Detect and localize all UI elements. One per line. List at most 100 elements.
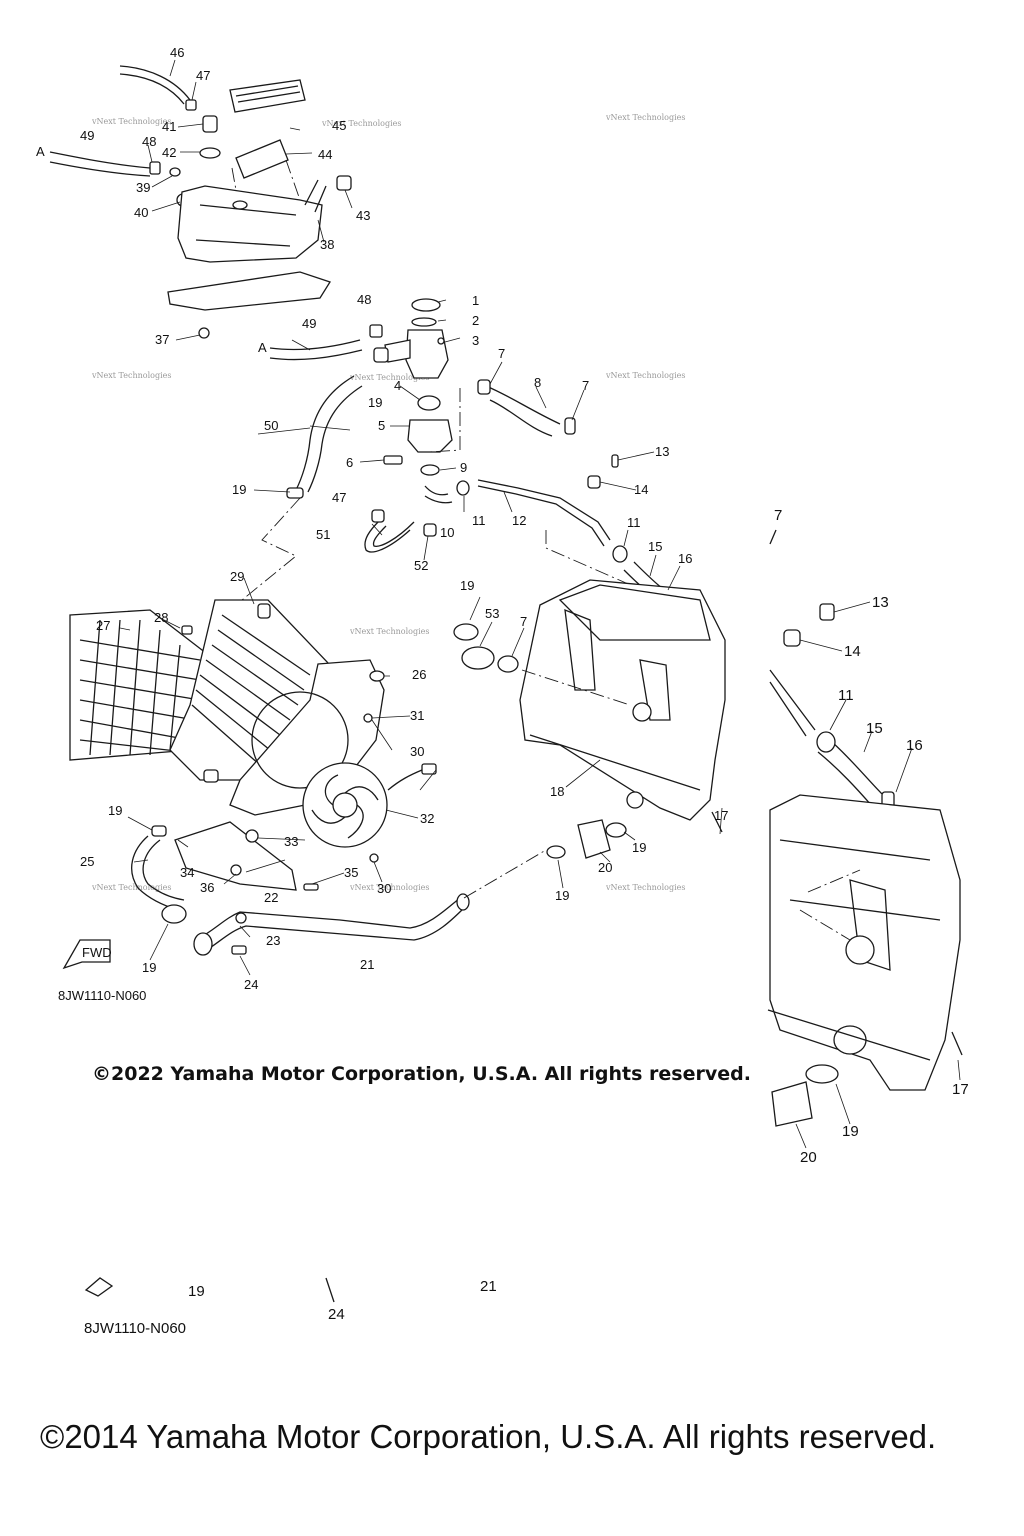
callout-33: 33 — [284, 834, 298, 849]
collar — [231, 945, 247, 955]
grille-mesh — [79, 619, 201, 756]
zoom-hose-20 — [771, 1081, 813, 1127]
zoom-leader-7 — [769, 529, 777, 545]
hose-clamp — [371, 509, 385, 523]
copyright-2022: ©2022 Yamaha Motor Corporation, U.S.A. A… — [92, 1063, 751, 1085]
clip — [369, 324, 383, 338]
electronic-module — [235, 85, 301, 103]
clip — [181, 625, 193, 635]
callout-46: 46 — [170, 45, 184, 60]
callout-27: 27 — [96, 618, 110, 633]
part-drawings: FWD — [49, 65, 963, 1303]
coolant-port — [626, 791, 644, 809]
zoom-callout-14: 14 — [844, 643, 861, 660]
callout-51: 51 — [316, 527, 330, 542]
callout-4: 4 — [394, 378, 401, 393]
zoom-pipe — [769, 669, 816, 737]
callout-53: 53 — [485, 606, 499, 621]
coolant-port — [632, 702, 652, 722]
ghost-callout-21: 21 — [480, 1278, 497, 1295]
radiator-hose — [485, 385, 561, 425]
callout-47: 47 — [332, 490, 346, 505]
callout-22: 22 — [264, 890, 278, 905]
callout-19: 19 — [555, 888, 569, 903]
watermark: vNext Technologies — [91, 371, 171, 380]
callout-6: 6 — [346, 455, 353, 470]
watermark: vNext Technologies — [349, 883, 429, 892]
callout-52: 52 — [414, 558, 428, 573]
zoom-assembly-line — [799, 869, 861, 941]
zoom-bleed — [951, 1031, 963, 1056]
watermark: vNext Technologies — [349, 373, 429, 382]
callout-28: 28 — [154, 610, 168, 625]
hose-clamp — [564, 417, 576, 435]
zoom-port — [845, 935, 875, 965]
hose-clamp — [456, 480, 470, 496]
cooling-fan — [302, 762, 388, 848]
bolt — [198, 327, 210, 339]
fan-blades — [311, 774, 379, 839]
hose-clamp — [546, 845, 566, 859]
callout-48: 48 — [142, 134, 156, 149]
callout-40: 40 — [134, 205, 148, 220]
callout-1: 1 — [472, 293, 479, 308]
damper — [235, 912, 247, 924]
zoom-callout-20: 20 — [800, 1149, 817, 1166]
drawing-code-ghost: 8JW1110-N060 — [84, 1320, 186, 1337]
ghost-callout-19: 19 — [188, 1283, 205, 1300]
assembly-line — [463, 849, 547, 899]
callout-29: 29 — [230, 569, 244, 584]
callout-19: 19 — [108, 803, 122, 818]
clip — [169, 167, 181, 177]
coolant-reservoir — [195, 204, 297, 247]
callout-labels: 1 2 3 4 5 6 7 7 7 8 9 10 11 11 12 13 14 … — [36, 45, 728, 992]
pipe-end — [193, 932, 213, 956]
clamp — [587, 475, 601, 489]
bypass-hose — [364, 519, 411, 553]
hose-clamp — [605, 822, 627, 838]
callout-20: 20 — [598, 860, 612, 875]
zoom-engine-detail — [779, 839, 941, 971]
thermostat-outlet — [384, 339, 411, 363]
short-hose — [424, 485, 453, 504]
fwd-arrow: FWD — [62, 939, 112, 970]
zoom-callout-19: 19 — [842, 1123, 859, 1140]
callout-19: 19 — [142, 960, 156, 975]
hose-clamp — [497, 655, 519, 673]
radiator-hose — [489, 399, 553, 437]
hose-clamp — [420, 464, 440, 476]
callout-41: 41 — [162, 119, 176, 134]
callout-11: 11 — [472, 513, 486, 528]
watermark: vNext Technologies — [321, 119, 401, 128]
callout-50: 50 — [264, 418, 278, 433]
collar — [230, 864, 242, 876]
connector-a: A — [258, 340, 267, 355]
zoom-callout-17: 17 — [952, 1081, 969, 1098]
fan-wire — [387, 769, 423, 791]
fan-connector — [421, 763, 437, 775]
callout-25: 25 — [80, 854, 94, 869]
hose-clamp — [161, 904, 187, 924]
radiator-core — [191, 614, 311, 766]
assembly-line — [429, 388, 461, 453]
radiator-inlet — [257, 603, 271, 619]
inlet-hose — [461, 646, 495, 670]
watermark: vNext Technologies — [605, 371, 685, 380]
coolant-pipe — [477, 479, 611, 541]
electronic-module — [229, 79, 306, 113]
assembly-line — [545, 530, 675, 605]
bolt — [611, 454, 619, 468]
callout-12: 12 — [512, 513, 526, 528]
callout-7: 7 — [582, 378, 589, 393]
zoom-clamp — [805, 1064, 839, 1084]
coolant-reservoir — [177, 185, 323, 263]
callout-8: 8 — [534, 375, 541, 390]
filler-neck — [405, 329, 449, 379]
callout-42: 42 — [162, 145, 176, 160]
callout-14: 14 — [634, 482, 648, 497]
ghost-leader — [325, 1277, 335, 1303]
callout-30: 30 — [377, 881, 391, 896]
callout-19: 19 — [460, 578, 474, 593]
callout-17: 17 — [714, 808, 728, 823]
